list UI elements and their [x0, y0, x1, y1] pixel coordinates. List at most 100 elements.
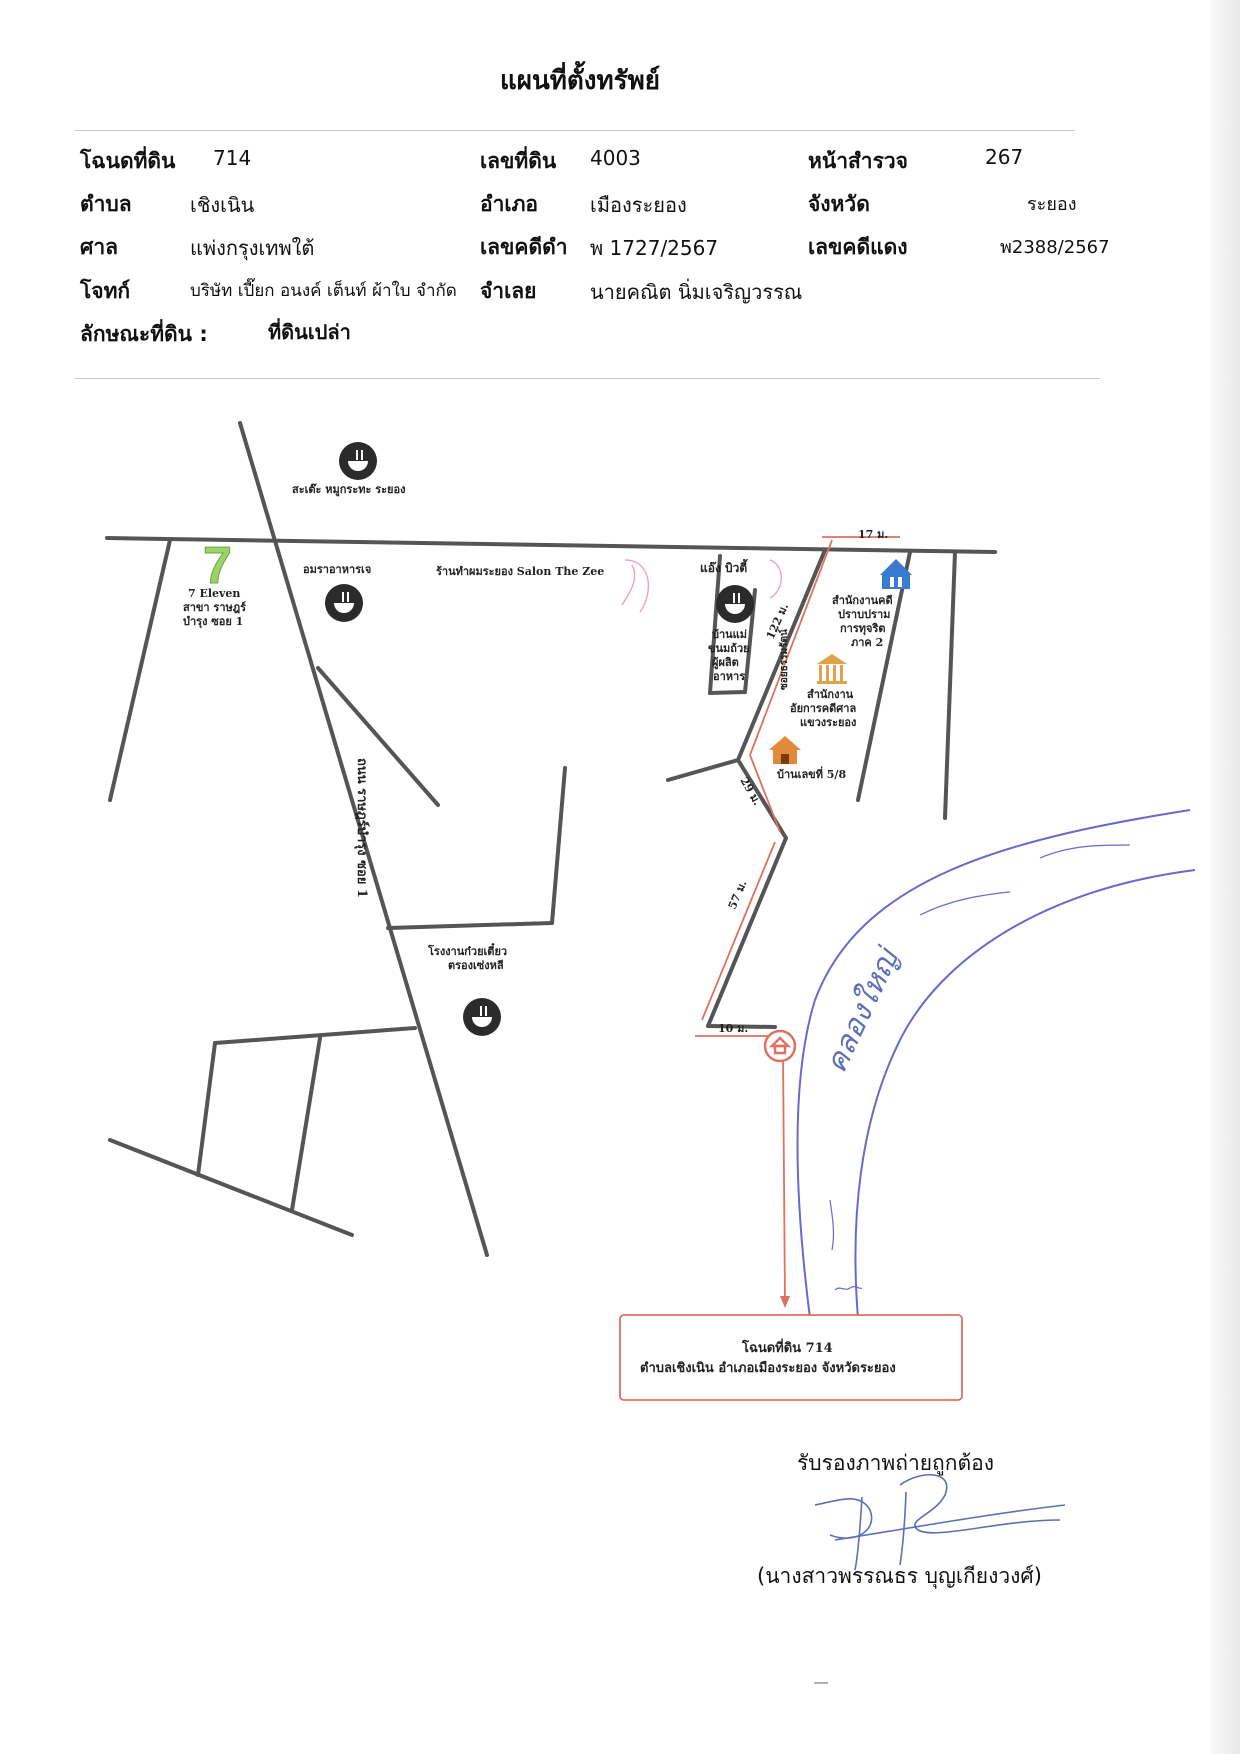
target-line-1: โฉนดที่ดิน 714 — [741, 1338, 833, 1356]
canal-handwritten-label: คลองใหญ่ — [819, 941, 908, 1078]
temple-icon — [880, 559, 912, 589]
road-lower-mid — [290, 1036, 322, 1212]
label-sorsor-4: ภาค 2 — [851, 636, 883, 649]
government-building-icon — [817, 654, 847, 684]
road-east-1 — [856, 550, 912, 802]
restaurant-icon — [325, 584, 363, 622]
lane-10 — [706, 1024, 777, 1029]
label-ago-1: สำนักงาน — [807, 688, 854, 701]
target-property-box: โฉนดที่ดิน 714 ตำบลเชิงเนิน อำเภอเมืองระ… — [619, 1314, 963, 1401]
label-khanom-2: ขนมถ้วย — [708, 642, 750, 655]
house-icon — [769, 736, 801, 764]
plaintiff-value: บริษัท เปี๊ยก อนงค์ เต็นท์ ผ้าใบ จำกัด — [190, 281, 457, 301]
road-lower-left — [196, 1041, 217, 1177]
label-sorsor-1: สำนักงานคดี — [832, 594, 893, 607]
road-bottom — [108, 1138, 354, 1237]
label-7eleven-1: 7 Eleven — [188, 587, 240, 600]
certification-text: รับรองภาพถ่ายถูกต้อง — [797, 1451, 994, 1475]
main-road — [105, 536, 997, 554]
canal — [796, 809, 1196, 1319]
road-east-2 — [943, 550, 957, 820]
page-title: แผนที่ตั้งทรัพย์ — [500, 66, 660, 96]
amphoe-value: เมืองระยอง — [590, 193, 687, 217]
land-no-label: เลขที่ดิน — [480, 149, 557, 173]
route-segment-29 — [749, 754, 781, 833]
land-type-value: ที่ดินเปล่า — [268, 320, 351, 344]
defendant-label: จำเลย — [480, 279, 537, 303]
label-amara: อมราอาหารเจ — [303, 563, 371, 576]
road-ratsadon-soi-1 — [238, 421, 489, 1257]
signature — [814, 1474, 1066, 1571]
tambon-label: ตำบล — [80, 192, 132, 216]
restaurant-icon — [716, 585, 754, 623]
province-value: ระยอง — [1027, 194, 1077, 215]
dist-17: 17 ม. — [858, 528, 888, 541]
shop-lane-left — [708, 554, 722, 695]
tambon-value: เชิงเนิน — [190, 193, 255, 217]
label-salon: ร้านทำผมระยอง Salon The Zee — [436, 565, 604, 578]
roads — [105, 421, 997, 1257]
land-no-value: 4003 — [590, 146, 641, 170]
defendant-value: นายคณิต นิ่มเจริญวรรณ — [590, 280, 803, 304]
amphoe-label: อำเภอ — [480, 192, 539, 216]
road-branch-2 — [550, 766, 567, 925]
court-label: ศาล — [80, 235, 118, 259]
label-ago-2: อัยการคดีศาล — [790, 702, 856, 715]
seven-eleven-logo: 7 — [203, 537, 232, 595]
label-noodle-2: ตรองเซ่งหลี — [448, 959, 504, 972]
survey-label: หน้าสำรวจ — [808, 149, 908, 173]
label-ago-3: แขวงระยอง — [800, 716, 856, 729]
shop-lane-bottom — [708, 690, 747, 695]
road-branch-1 — [316, 666, 440, 807]
road-noodle-factory — [386, 921, 554, 930]
label-soi-small: ซอยธรรมรัตน์ — [778, 629, 790, 690]
lane-57 — [706, 836, 788, 1028]
label-aeng: แอ๊ง บิวตี้ — [700, 558, 748, 575]
restaurant-icon — [463, 998, 501, 1036]
black-case-label: เลขคดีดำ — [480, 235, 568, 259]
road-west — [108, 538, 172, 802]
label-khanom-4: อาหาร — [713, 670, 745, 683]
lane-spur — [666, 758, 740, 782]
route-segment-57 — [701, 841, 776, 1021]
salon-icon — [621, 559, 782, 613]
label-satay: สะเต๊ะ หมูกระทะ ระยอง — [292, 483, 405, 497]
target-house-icon — [763, 1029, 797, 1063]
label-khanom-3: ผู้ผลิต — [712, 656, 739, 670]
canal-bank-right — [854, 869, 1196, 1319]
certifier-name: (นางสาวพรรณธร บุญเกียงวงศ์) — [757, 1564, 1042, 1588]
route-arrow-head — [780, 1296, 790, 1308]
deed-value: 714 — [213, 146, 252, 170]
label-sorsor-3: การทุจริต — [840, 622, 886, 636]
route-to-label — [782, 1051, 786, 1306]
header-top-rule — [75, 130, 1075, 131]
route-segment-122 — [749, 539, 833, 756]
dist-57: 57 ม. — [726, 878, 750, 911]
black-case-value: พ 1727/2567 — [590, 236, 719, 260]
survey-value: 267 — [985, 145, 1024, 169]
label-house-58: บ้านเลขที่ 5/8 — [777, 766, 846, 781]
land-type-label: ลักษณะที่ดิน : — [80, 322, 208, 346]
label-7eleven-3: บำรุง ซอย 1 — [183, 615, 243, 629]
route-to-property — [695, 536, 900, 1308]
page-edge-shadow — [1210, 0, 1240, 1754]
deed-label: โฉนดที่ดิน — [80, 149, 176, 173]
red-case-value: พ2388/2567 — [1000, 237, 1110, 258]
canal-bank-left — [796, 809, 1191, 1319]
lane-122 — [736, 548, 827, 762]
restaurant-icon — [339, 442, 377, 480]
target-line-2: ตำบลเชิงเนิน อำเภอเมืองระยอง จังหวัดระยอ… — [640, 1360, 896, 1376]
road-lower — [213, 1026, 417, 1045]
red-case-label: เลขคดีแดง — [808, 235, 908, 259]
court-value: แพ่งกรุงเทพใต้ — [190, 236, 315, 260]
label-khanom-1: บ้านแม่ — [712, 628, 747, 641]
dist-10: 10 ม. — [718, 1022, 748, 1035]
plaintiff-label: โจทก์ — [80, 279, 131, 303]
header-bottom-rule — [75, 378, 1100, 379]
label-7eleven-2: สาขา ราษฎร์ — [183, 601, 246, 614]
province-label: จังหวัด — [808, 192, 870, 216]
label-sorsor-2: ปราบปราม — [838, 608, 890, 621]
label-road-ratsadon: ถนน ราษฎร์บำรุง ซอย 1 — [354, 758, 370, 898]
label-noodle-1: โรงงานก๋วยเตี๋ยว — [427, 942, 507, 958]
